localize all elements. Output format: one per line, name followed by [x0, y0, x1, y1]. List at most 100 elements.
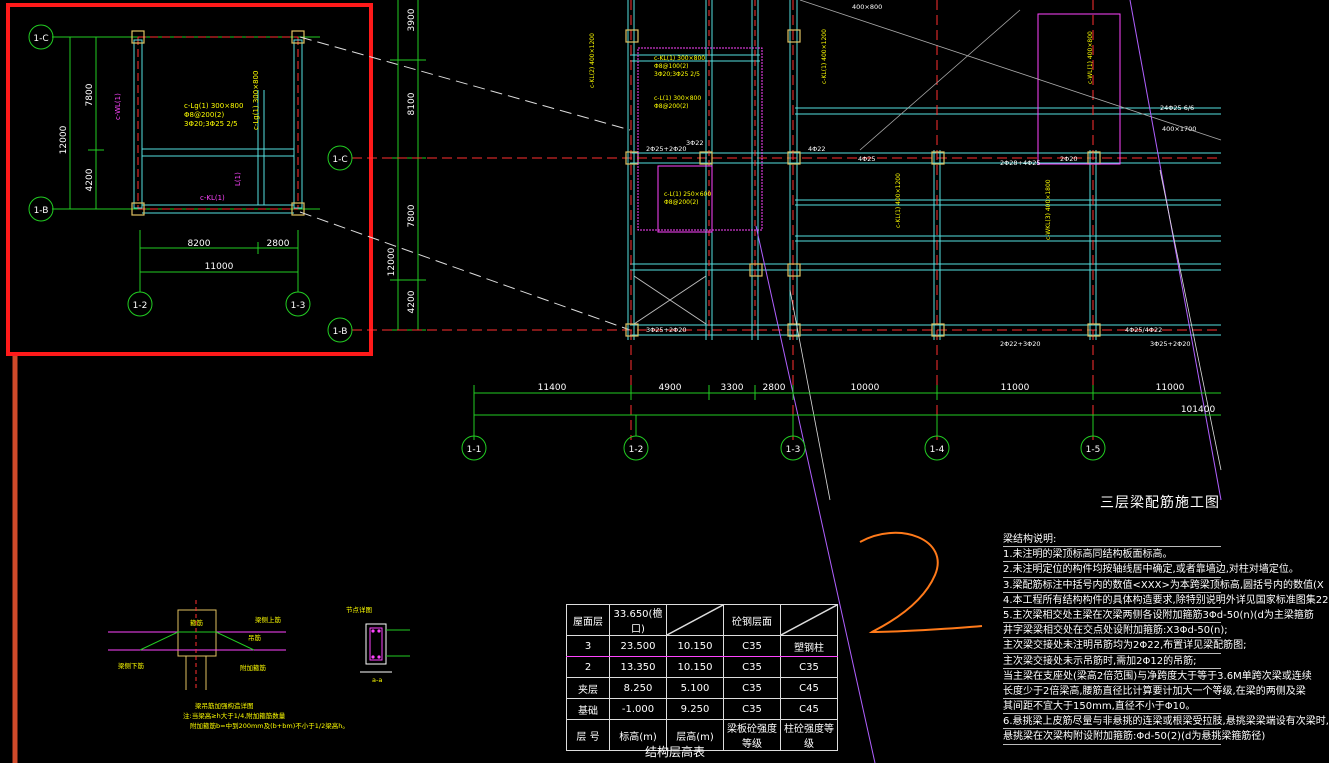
detail-beam-label-3: 3Φ20;3Φ25 2/5 — [184, 120, 238, 128]
detail-beam-label-5: L(1) — [234, 172, 242, 186]
section-label-7: a-a — [372, 676, 382, 684]
note-13: 悬挑梁在次梁构附设附加箍筋:Φd-50(2)(d为悬挑梁箍筋径) — [1003, 729, 1265, 745]
main-rebar-label-m: 400×800 — [852, 3, 882, 11]
svg-text:Φ8@100(2): Φ8@100(2) — [654, 63, 689, 70]
section-details: 梁侧上筋 箍筋 吊筋 附加箍筋 梁侧下筋 节点详图 a-a 梁吊筋加强构造详图 … — [108, 600, 410, 730]
svg-text:c-KL(1) 300×800: c-KL(1) 300×800 — [654, 55, 705, 62]
floor-table-cell: 13.350 — [609, 656, 667, 678]
floor-table-cell: 标高(m) — [609, 719, 667, 751]
svg-text:c-Lg(1) 300×800: c-Lg(1) 300×800 — [252, 71, 260, 130]
section-label-3: 吊筋 — [248, 633, 262, 642]
main-dim-3300: 3300 — [721, 383, 744, 393]
main-dim-11400: 11400 — [538, 383, 567, 393]
detail-axis-c: 1-C — [33, 34, 48, 44]
main-axis-3: 1-3 — [786, 445, 801, 455]
note-4: 4.本工程所有结构构件的具体构造要求,除特别说明外详见国家标准图集22 — [1003, 593, 1328, 608]
floor-table-cell: C35 — [723, 635, 781, 657]
detail-dim-2800: 2800 — [267, 239, 290, 249]
main-rebar-label-a: 4Φ25 — [858, 155, 876, 163]
floor-table-cell: 夹层 — [566, 677, 610, 699]
floor-table-cell: 5.100 — [666, 677, 724, 699]
note-12: 6.悬挑梁上皮筋尽量与非悬挑的连梁或根梁受拉肢,悬挑梁梁端设有次梁时, — [1003, 714, 1329, 730]
main-dim-11000a: 11000 — [1001, 383, 1030, 393]
svg-text:Φ8@200(2): Φ8@200(2) — [654, 103, 689, 110]
main-dim-8100: 8100 — [407, 92, 417, 115]
detail-dim-8200: 8200 — [188, 239, 211, 249]
main-plan: 3900 8100 7800 4200 12000 1-C 1-B — [327, 0, 1222, 763]
floor-table-cell: C35 — [723, 698, 781, 720]
detail-dim-7800: 7800 — [85, 83, 95, 106]
floor-table-cell: 塑钢柱 — [780, 635, 838, 657]
main-rebar-label-c: 3Φ22 — [686, 139, 704, 147]
svg-text:3Φ20;3Φ25 2/5: 3Φ20;3Φ25 2/5 — [654, 71, 700, 78]
floor-table-cell: 33.650(檐口) — [609, 604, 667, 636]
floor-table-cell: C35 — [723, 677, 781, 699]
detail-beam-label-1: c-Lg(1) 300×800 — [184, 102, 243, 110]
main-axis-1: 1-1 — [467, 445, 482, 455]
floor-table-row: 层 号标高(m)层高(m)梁板砼强度等级柱砼强度等级 — [566, 719, 838, 751]
floor-table-cell: 基础 — [566, 698, 610, 720]
section-caption-3: 附加箍筋b=中到200mm及(b+bm)不小于1/2梁高h。 — [190, 721, 349, 730]
main-rebar-label-i: 2Φ22+3Φ20 — [1000, 340, 1041, 348]
main-axis-c: 1-C — [332, 155, 347, 165]
floor-table-title: 结构层高表 — [645, 745, 706, 759]
main-rebar-label-j: 3Φ25+2Φ20 — [1150, 340, 1191, 348]
floor-table-cell: 10.150 — [666, 656, 724, 678]
detail-dim-11000: 11000 — [205, 262, 234, 272]
main-rebar-label-h: 4Φ25/4Φ22 — [1125, 326, 1162, 334]
note-8: 主次梁交接处未示吊筋时,需加2Φ12的吊筋; — [1003, 654, 1221, 669]
section-caption-1: 梁吊筋加强构造详图 — [195, 701, 254, 710]
main-dim-7800: 7800 — [407, 204, 417, 227]
detail-axis-3: 1-3 — [291, 301, 306, 311]
floor-table-cell: C45 — [780, 677, 838, 699]
detail-beam-label-4: c-WL(1) — [114, 93, 122, 120]
main-dim-11000b: 11000 — [1156, 383, 1185, 393]
svg-text:c-L(1) 300×800: c-L(1) 300×800 — [654, 95, 701, 102]
floor-table-cell: -1.000 — [609, 698, 667, 720]
main-rebar-label-d: 4Φ22 — [808, 145, 826, 153]
floor-table-cell: C35 — [780, 656, 838, 678]
structural-notes: 梁结构说明: 1.未注明的梁顶标高同结构板面标高。 2.未注明定位的构件均按轴线… — [1003, 532, 1329, 763]
note-3: 3.梁配筋标注中括号内的数值<XXX>为本跨梁顶标高,圆括号内的数值(X — [1003, 578, 1324, 593]
detail-dim-12000: 12000 — [59, 125, 69, 154]
note-11: 其间距不宜大于150mm,直径不小于Φ10。 — [1003, 699, 1221, 715]
main-dim-3900: 3900 — [407, 8, 417, 31]
main-dim-2800: 2800 — [763, 383, 786, 393]
main-dim-4200: 4200 — [407, 290, 417, 313]
detail-axis-b: 1-B — [34, 206, 49, 216]
main-rebar-label-f: 3Φ25+2Φ20 — [646, 326, 687, 334]
detail-beam-label-6: c-KL(1) — [200, 194, 225, 202]
note-10: 长度少于2倍梁高,腰筋直径比计算要计加大一个等级,在梁的两侧及梁 — [1003, 684, 1306, 700]
svg-text:c-KL(1) 400×1200: c-KL(1) 400×1200 — [821, 29, 828, 84]
svg-text:c-KL(2) 400×1200: c-KL(2) 400×1200 — [589, 33, 596, 88]
main-axis-5: 1-5 — [1086, 445, 1101, 455]
floor-table-cell: 层 号 — [566, 719, 610, 751]
floor-table-cell: 层高(m) — [666, 719, 724, 751]
main-dim-10000: 10000 — [851, 383, 880, 393]
main-axis-b: 1-B — [333, 327, 348, 337]
main-rebar-label-k: 24Φ25 6/6 — [1160, 104, 1194, 112]
main-dim-total: 101400 — [1181, 405, 1216, 415]
floor-table-cell: 9.250 — [666, 698, 724, 720]
section-label-5: 梁侧下筋 — [118, 661, 145, 670]
section-label-1: 梁侧上筋 — [255, 615, 282, 624]
notes-title: 梁结构说明: — [1003, 532, 1221, 548]
main-rebar-label-b: 2Φ25+2Φ20 — [646, 145, 687, 153]
main-rebar-label-e: 2Φ20 — [1060, 155, 1078, 163]
floor-table-cell: 砼钢层面 — [723, 604, 781, 636]
note-7: 主次梁交接处未注明吊筋均为2Φ22,布置详见梁配筋图; — [1003, 638, 1247, 654]
floor-table-cell — [666, 604, 724, 636]
svg-text:Φ8@200(2): Φ8@200(2) — [664, 199, 699, 206]
detail-axis-2: 1-2 — [133, 301, 148, 311]
floor-table-cell: C45 — [780, 698, 838, 720]
svg-text:c-WL(1) 400×800: c-WL(1) 400×800 — [1087, 31, 1094, 84]
main-dim-4900: 4900 — [659, 383, 682, 393]
note-2: 2.未注明定位的构件均按轴线居中确定,或者靠墙边,对柱对墙定位。 — [1003, 562, 1299, 578]
detail-highlight-box[interactable] — [6, 3, 373, 356]
main-axis-4: 1-4 — [930, 445, 945, 455]
floor-table-cell: 23.500 — [609, 635, 667, 657]
